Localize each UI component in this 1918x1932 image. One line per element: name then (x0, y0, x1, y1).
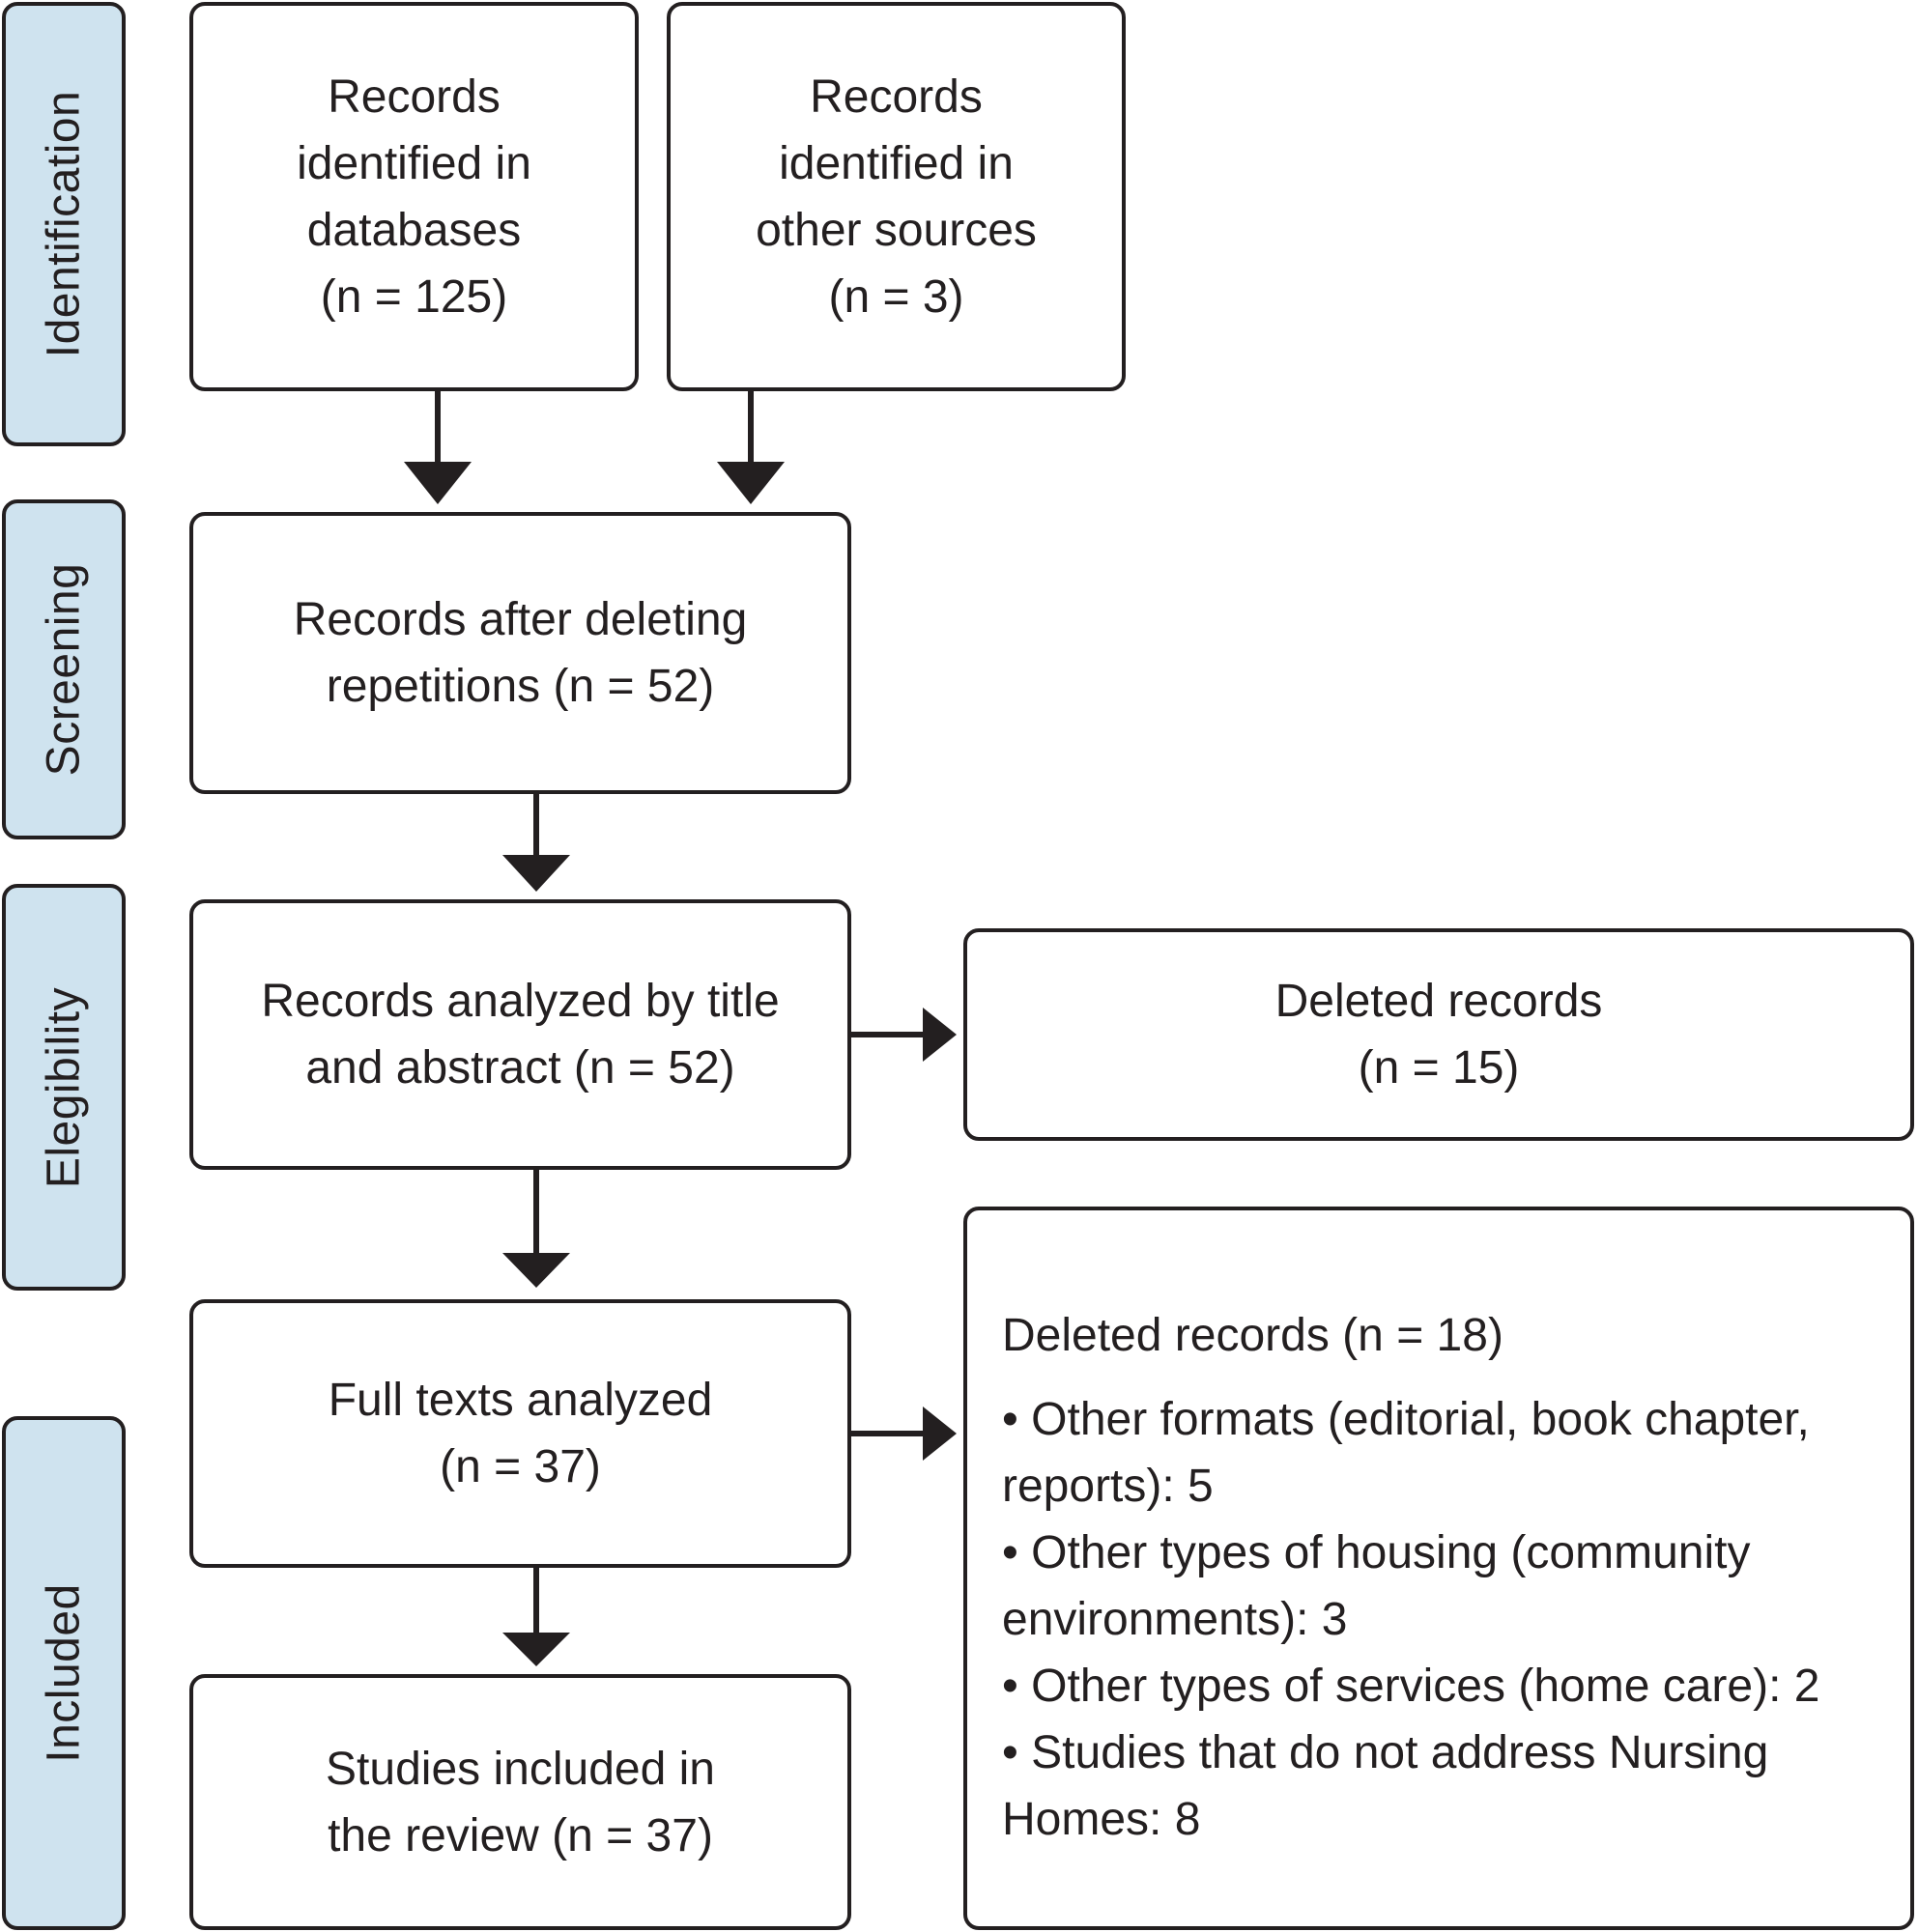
box-records-databases-text: Records identified in databases (n = 125… (297, 71, 531, 323)
box-records-databases: Records identified in databases (n = 125… (189, 2, 639, 391)
box-studies-included: Studies included in the review (n = 37) (189, 1674, 851, 1930)
arrowhead-screening (502, 855, 570, 892)
box-records-title-abstract-text: Records analyzed by title and abstract (… (261, 976, 780, 1094)
box-full-texts-text: Full texts analyzed (n = 37) (328, 1375, 713, 1492)
phase-identification: Identification (2, 2, 126, 446)
box-deleted-records-15-text: Deleted records (n = 15) (1274, 976, 1603, 1094)
phase-elegibility: Elegibility (2, 884, 126, 1291)
arrowhead-databases (404, 462, 472, 504)
phase-included: Included (2, 1416, 126, 1930)
arrowhead-title-abstract (502, 1253, 570, 1288)
box-full-texts: Full texts analyzed (n = 37) (189, 1299, 851, 1568)
deleted-18-item: • Other formats (editorial, book chapter… (1002, 1394, 1810, 1512)
box-records-after-deleting-text: Records after deleting repetitions (n = … (293, 594, 748, 712)
deleted-18-item: • Other types of housing (community envi… (1002, 1527, 1751, 1645)
box-deleted-records-18: Deleted records (n = 18) • Other formats… (963, 1207, 1914, 1930)
deleted-18-heading: Deleted records (n = 18) (1002, 1310, 1503, 1361)
box-studies-included-text: Studies included in the review (n = 37) (326, 1743, 715, 1861)
box-records-other-sources: Records identified in other sources (n =… (667, 2, 1126, 391)
arrowhead-deleted15 (923, 1008, 957, 1062)
phase-screening: Screening (2, 499, 126, 839)
deleted-18-item: • Studies that do not address Nursing Ho… (1002, 1727, 1769, 1845)
arrowhead-other-sources (717, 462, 785, 504)
box-deleted-records-15: Deleted records (n = 15) (963, 928, 1914, 1141)
box-records-after-deleting: Records after deleting repetitions (n = … (189, 512, 851, 794)
box-records-title-abstract: Records analyzed by title and abstract (… (189, 899, 851, 1170)
box-records-other-sources-text: Records identified in other sources (n =… (756, 71, 1037, 323)
deleted-18-item: • Other types of services (home care): 2 (1002, 1661, 1820, 1712)
arrowhead-full-texts (502, 1633, 570, 1666)
arrowhead-deleted18 (923, 1406, 957, 1461)
